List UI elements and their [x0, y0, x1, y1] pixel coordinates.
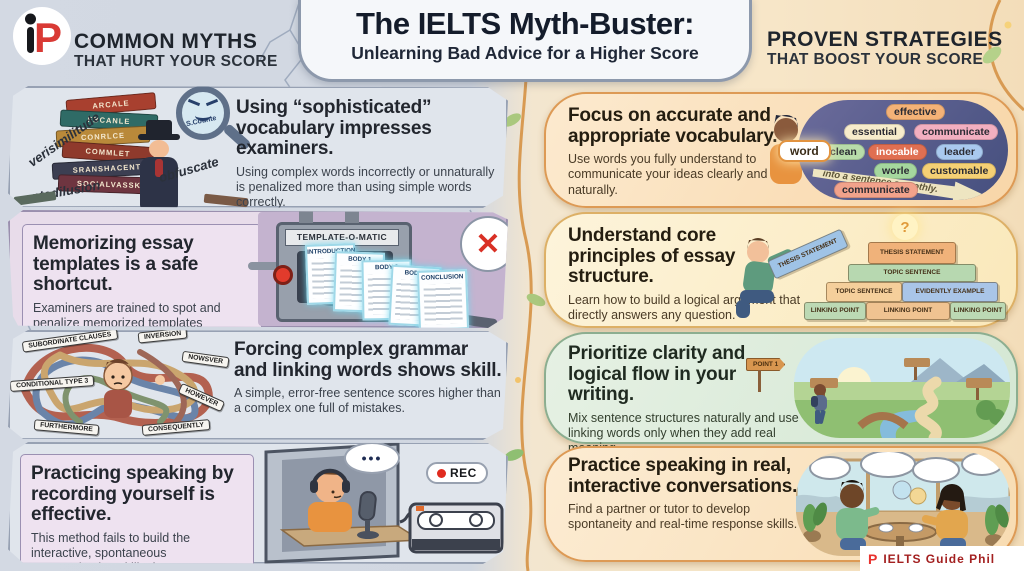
machine-button: [273, 265, 293, 285]
vocab-chip: customable: [922, 163, 997, 179]
vocab-chip: leader: [936, 144, 983, 160]
essay-block: LINKING POINT: [804, 302, 866, 320]
myth-card-4: Practicing speaking by recording yoursel…: [8, 442, 508, 564]
myth-body: A simple, error-free sentence scores hig…: [234, 386, 501, 416]
rec-bubble: REC: [426, 462, 488, 484]
strategy-1-text: Focus on accurate and appropriate vocabu…: [568, 105, 796, 198]
rec-label: REC: [450, 466, 477, 480]
strategy-title: Prioritize clarity and logical flow in y…: [568, 343, 746, 406]
man-carrying-books: [136, 120, 186, 208]
strategy-title: Practice speaking in real, interactive c…: [568, 455, 798, 497]
essay-block: EVIDENTLY EXAMPLE: [902, 282, 998, 302]
myths-heading-line1: COMMON MYTHS: [74, 30, 258, 53]
vocab-chip-floating: communicate: [834, 182, 918, 198]
strategy-card-2: Understand core principles of essay stru…: [544, 212, 1018, 328]
strategy-card-3: Prioritize clarity and logical flow in y…: [544, 332, 1018, 455]
template-sheet: CONCLUSION: [416, 269, 470, 328]
essay-blocks-illustration: ? THESIS STATEMENT TOPIC SENTENCE TOPIC …: [767, 214, 1008, 322]
myth-body: Examiners are trained to spot and penali…: [33, 300, 221, 330]
essay-block: THESIS STATEMENT: [868, 242, 956, 264]
strategies-heading: PROVEN STRATEGIES THAT BOOST YOUR SCORE: [767, 28, 1003, 69]
myth-1-text: Using “sophisticated” vocabulary impress…: [236, 97, 504, 210]
strategy-title: Focus on accurate and appropriate vocabu…: [568, 105, 778, 147]
vine-divider-decoration: [502, 0, 546, 571]
strategy-3-text: Prioritize clarity and logical flow in y…: [568, 343, 800, 456]
strategy-body: Use words you fully understand to commun…: [568, 152, 768, 197]
myth-card-2: Memorizing essay templates is a safe sho…: [8, 210, 508, 328]
title-banner: The IELTS Myth-Buster: Unlearning Bad Ad…: [298, 0, 752, 82]
question-bulb-icon: ?: [892, 214, 918, 240]
magnifier-icon: S.Counte: [176, 86, 252, 156]
page-subtitle: Unlearning Bad Advice for a Higher Score: [351, 43, 699, 63]
book-stack-illustration: ARCALE FBCANLE CONRLCE COMMLET SRANSHACE…: [8, 86, 252, 208]
template-machine-illustration: TEMPLATE-O-MATIC INTRODUCTION BODY 1 BOD…: [8, 210, 508, 328]
myth-body: Using complex words incorrectly or unnat…: [236, 164, 495, 210]
myths-heading-line2: THAT HURT YOUR SCORE: [74, 53, 278, 71]
footer-brand-text: IELTS Guide Phil: [883, 551, 996, 566]
page-title: The IELTS Myth-Buster:: [355, 6, 695, 41]
essay-block: TOPIC SENTENCE: [826, 282, 902, 302]
strategy-4-text: Practice speaking in real, interactive c…: [568, 455, 806, 533]
myth-title: Using “sophisticated” vocabulary impress…: [236, 97, 432, 160]
recording-booth-illustration: ••• REC: [250, 442, 508, 564]
myth-title: Practicing speaking by recording yoursel…: [31, 463, 234, 526]
essay-block: TOPIC SENTENCE: [848, 264, 976, 282]
strategy-body: Find a partner or tutor to develop spont…: [568, 502, 798, 532]
essay-block: LINKING POINT: [866, 302, 950, 320]
word-chip: word: [778, 140, 831, 162]
vocab-chip: worle: [874, 163, 918, 179]
myth-body: This method fails to build the interacti…: [31, 530, 191, 571]
builder-person-illustration: [736, 238, 793, 318]
myth-title: Forcing complex grammar and linking word…: [234, 339, 502, 381]
brand-logo: P: [12, 6, 72, 66]
vocab-chip: effective: [886, 104, 945, 120]
robot-arm: [248, 262, 282, 270]
myth-title: Memorizing essay templates is a safe sho…: [33, 233, 199, 296]
point-sign: POINT 1: [746, 358, 786, 371]
strategy-card-1: Focus on accurate and appropriate vocabu…: [544, 92, 1018, 208]
myth-4-text: Practicing speaking by recording yoursel…: [20, 454, 254, 571]
strategy-card-4: Practice speaking in real, interactive c…: [544, 446, 1018, 562]
tangled-ropes-illustration: SUBORDINATE CLAUSES INVERSION NOWSVER CO…: [9, 330, 230, 440]
vocab-chip: essential: [844, 124, 905, 140]
myth-card-3: SUBORDINATE CLAUSES INVERSION NOWSVER CO…: [8, 330, 508, 440]
clear-path-landscape: [794, 338, 1010, 438]
cafe-conversation-illustration: [796, 452, 1010, 556]
reject-x-icon: ✕: [460, 216, 508, 272]
rec-dot-icon: [437, 468, 446, 478]
logo-letter: P: [34, 14, 62, 61]
myths-heading: COMMON MYTHS THAT HURT YOUR SCORE: [74, 30, 278, 71]
footer-brand: P IELTS Guide Phil: [860, 546, 1024, 571]
myth-3-text: Forcing complex grammar and linking word…: [234, 339, 502, 417]
footer-logo-icon: P: [868, 550, 878, 567]
speech-bubble-ellipsis: •••: [344, 442, 400, 474]
strategies-heading-line2: THAT BOOST YOUR SCORE: [767, 51, 984, 69]
myth-card-1: ARCALE FBCANLE CONRLCE COMMLET SRANSHACE…: [8, 86, 508, 208]
sign-post: [758, 370, 761, 392]
strategy-title: Understand core principles of essay stru…: [568, 225, 736, 288]
vocab-chip: inocable: [868, 144, 927, 160]
corner-vine-decoration: [982, 0, 1024, 112]
strategies-heading-line1: PROVEN STRATEGIES: [767, 28, 1003, 51]
vocab-chip: clean: [822, 144, 865, 160]
essay-block: LINKING POINT: [950, 302, 1006, 320]
vocab-chip: communicate: [914, 124, 998, 140]
